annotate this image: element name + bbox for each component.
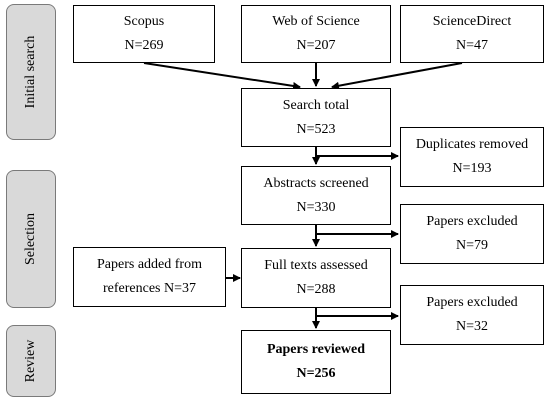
arrow-scopus-to-total	[143, 62, 301, 90]
box-title: Papers reviewed	[266, 342, 366, 357]
box-title: Papers excluded	[426, 214, 518, 229]
box-count: N=523	[296, 121, 336, 137]
box-search-total: Search total N=523	[241, 88, 391, 147]
box-sciencedirect: ScienceDirect N=47	[400, 5, 544, 63]
box-abstracts-screened: Abstracts screened N=330	[241, 166, 391, 225]
box-count: N=47	[455, 38, 488, 53]
box-count: N=330	[296, 199, 336, 215]
phase-initial-search: Initial search	[6, 4, 56, 140]
box-count: N=256	[296, 366, 336, 381]
box-title: Papers excluded	[426, 295, 518, 310]
box-papers-added: Papers added from references N=37	[73, 247, 226, 307]
arrow-sciencedirect-to-total	[331, 62, 463, 90]
box-title: Duplicates removed	[415, 137, 529, 152]
box-title: Papers added from	[97, 257, 202, 272]
box-duplicates-removed: Duplicates removed N=193	[400, 127, 544, 187]
phase-selection: Selection	[6, 170, 56, 308]
phase-review: Review	[6, 325, 56, 397]
box-count: references N=37	[102, 281, 196, 296]
box-full-texts-assessed: Full texts assessed N=288	[241, 248, 391, 308]
box-count: N=32	[455, 319, 488, 334]
box-count: N=79	[455, 238, 488, 253]
box-title: Abstracts screened	[263, 175, 369, 191]
box-title: Scopus	[123, 14, 165, 29]
box-title: Full texts assessed	[264, 258, 368, 273]
box-title: Web of Science	[272, 14, 360, 29]
box-papers-reviewed: Papers reviewed N=256	[241, 330, 391, 394]
box-scopus: Scopus N=269	[73, 5, 215, 63]
box-count: N=207	[296, 38, 336, 53]
box-count: N=269	[124, 38, 164, 53]
box-count: N=288	[296, 282, 336, 297]
box-title: Search total	[282, 97, 350, 113]
box-papers-excluded-1: Papers excluded N=79	[400, 204, 544, 264]
box-web-of-science: Web of Science N=207	[241, 5, 391, 63]
box-title: ScienceDirect	[432, 14, 512, 29]
box-papers-excluded-2: Papers excluded N=32	[400, 285, 544, 345]
box-count: N=193	[452, 161, 492, 176]
